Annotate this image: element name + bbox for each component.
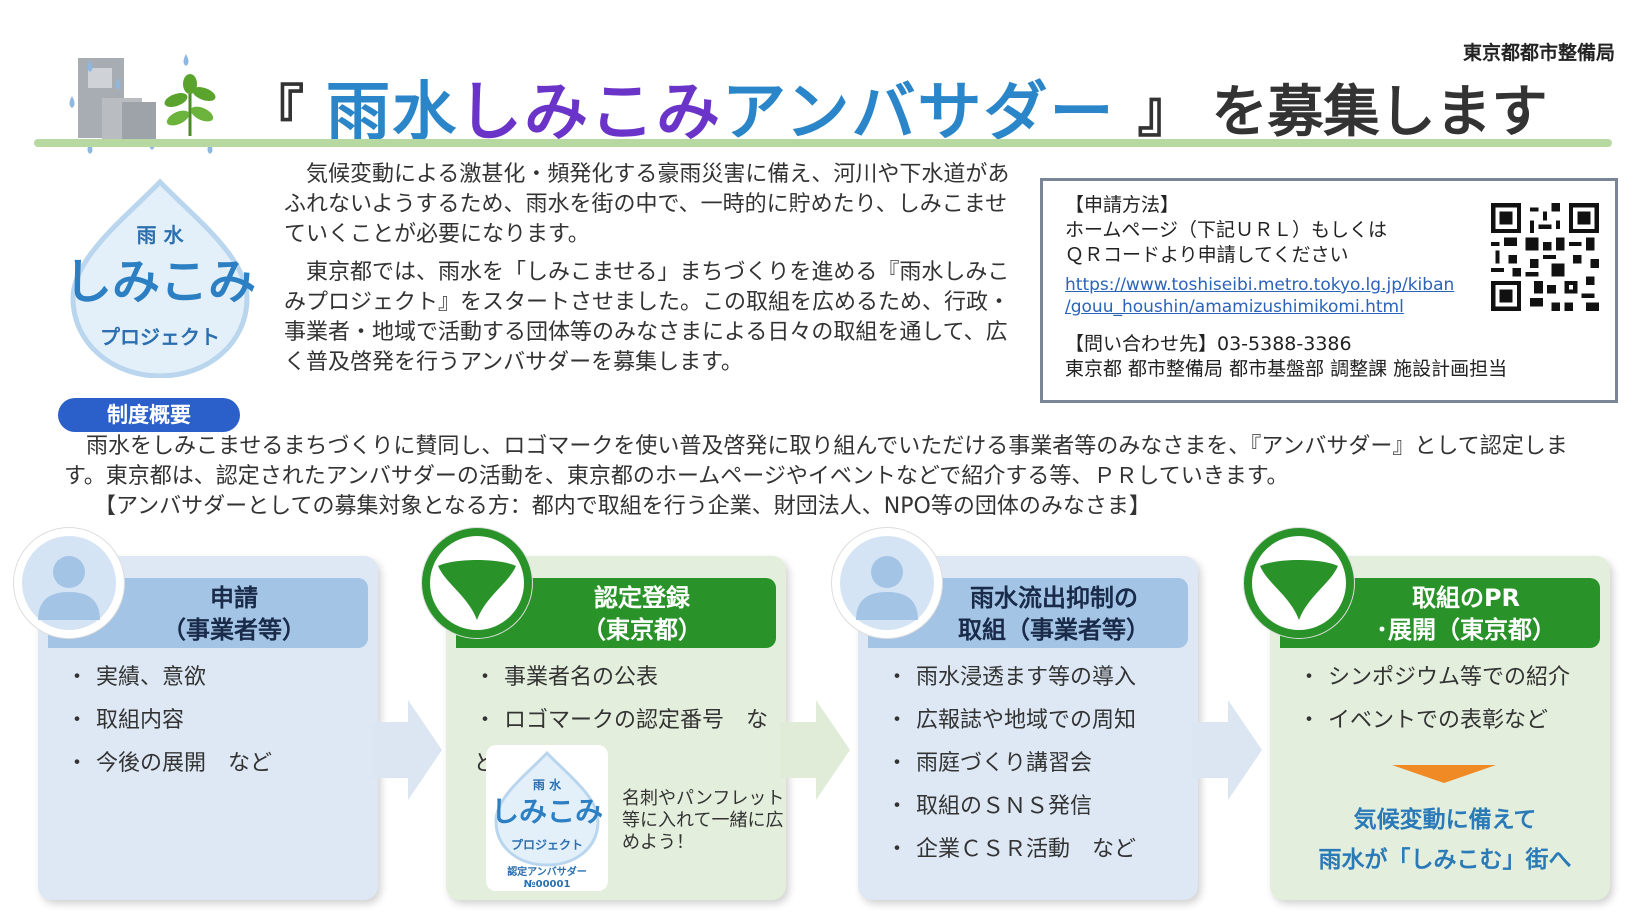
step-4-title-line-2: ･展開（東京都） <box>1376 616 1556 644</box>
step-1-title-line-1: 申請 <box>210 584 258 612</box>
list-item: 実績、意欲 <box>66 656 272 699</box>
tokyo-ginkgo-icon <box>422 528 532 638</box>
person-icon <box>14 528 124 638</box>
title-bracket-open: 『 <box>248 79 304 145</box>
overview-label: 制度概要 <box>58 398 240 432</box>
overview-text: 雨水をしみこませるまちづくりに賛同し、ロゴマークを使い普及啓発に取り組んでいただ… <box>64 432 1594 522</box>
step-2-title-line-2: （東京都） <box>582 616 702 644</box>
mini-logo-number: №00001 <box>524 879 571 890</box>
list-item: 広報誌や地域での周知 <box>886 699 1136 742</box>
arrow-right-icon <box>780 700 850 800</box>
logo-main-text: しみこみ <box>64 254 256 310</box>
title-name-c: アンバサダー <box>722 76 1116 150</box>
mini-logo-top: 雨 水 <box>533 777 562 792</box>
list-item: 雨庭づくり講習会 <box>886 742 1136 785</box>
list-item: 企業ＣＳＲ活動 など <box>886 828 1136 871</box>
qr-code-icon[interactable] <box>1491 203 1599 311</box>
shimikomi-project-logo: 雨 水 しみこみ プロジェクト <box>64 178 256 378</box>
mini-logo-bottom: プロジェクト <box>511 837 583 852</box>
mini-logo-main: しみこみ <box>491 795 603 828</box>
logo-usage-note: 名刺やパンフレット等に入れて一緒に広めよう！ <box>622 788 785 853</box>
mini-logo-cert: 認定アンバサダー <box>507 865 587 878</box>
tagline-line-1: 気候変動に備えて <box>1353 807 1537 833</box>
step-3-bullets: 雨水浸透ます等の導入 広報誌や地域での周知 雨庭づくり講習会 取組のＳＮＳ発信 … <box>886 656 1136 871</box>
title-rest: を募集します <box>1211 79 1548 145</box>
list-item: 取組内容 <box>66 699 272 742</box>
application-info-box: 【申請方法】 ホームページ（下記ＵＲＬ）もしくは ＱＲコードより申請してください… <box>1040 178 1618 403</box>
apply-heading: 【申請方法】 <box>1065 194 1180 216</box>
application-url-part-1[interactable]: https://www.toshiseibi.metro.tokyo.lg.jp… <box>1065 275 1455 295</box>
list-item: 事業者名の公表 <box>474 656 786 699</box>
intro-text: 気候変動による激甚化・頻発化する豪雨災害に備え、河川や下水道があふれないようする… <box>284 160 1024 386</box>
apply-line-2: ＱＲコードより申請してください <box>1065 244 1349 266</box>
application-url[interactable]: https://www.toshiseibi.metro.tokyo.lg.jp… <box>1065 274 1593 318</box>
logo-top-text: 雨 水 <box>137 223 185 247</box>
down-arrow-icon <box>1392 765 1496 783</box>
tagline: 気候変動に備えて 雨水が「しみこむ」街へ <box>1262 800 1628 880</box>
step-1-title-line-2: （事業者等） <box>162 616 306 644</box>
list-item: 取組のＳＮＳ発信 <box>886 785 1136 828</box>
rain-building-illustration <box>69 54 216 154</box>
list-item: 雨水浸透ます等の導入 <box>886 656 1136 699</box>
title-name-a: 雨水 <box>326 76 458 150</box>
overview-target: 【アンバサダーとしての募集対象となる方：都内で取組を行う企業、財団法人、NPO等… <box>94 494 1151 519</box>
list-item: シンポジウム等での紹介 <box>1298 656 1570 699</box>
step-3-title-line-1: 雨水流出抑制の <box>970 584 1138 612</box>
list-item: 今後の展開 など <box>66 742 272 785</box>
title-name-b: しみこみ <box>458 76 722 150</box>
tokyo-ginkgo-icon <box>1244 528 1354 638</box>
step-1-bullets: 実績、意欲 取組内容 今後の展開 など <box>66 656 272 785</box>
person-icon <box>832 528 942 638</box>
title-divider <box>34 139 1612 147</box>
list-item: イベントでの表彰など <box>1298 699 1570 742</box>
arrow-right-icon <box>1192 700 1262 800</box>
logo-bottom-text: プロジェクト <box>100 325 220 349</box>
page-title: 『 雨水しみこみアンバサダー 』 を募集します <box>248 62 1547 152</box>
project-name: 雨水しみこみアンバサダー <box>326 61 1115 153</box>
step-4-title-line-1: 取組のPR <box>1411 584 1521 612</box>
contact-phone: 【問い合わせ先】03-5388-3386 <box>1065 333 1352 355</box>
step-4-bullets: シンポジウム等での紹介 イベントでの表彰など <box>1298 656 1570 742</box>
intro-paragraph-2: 東京都では、雨水を「しみこませる」まちづくりを進める『雨水しみこみプロジェクト』… <box>284 260 1011 375</box>
intro-paragraph-1: 気候変動による激甚化・頻発化する豪雨災害に備え、河川や下水道があふれないようする… <box>284 162 1010 247</box>
title-bracket-close: 』 <box>1137 79 1194 145</box>
application-url-part-2[interactable]: /gouu_houshin/amamizushimikomi.html <box>1065 297 1404 317</box>
overview-description: 雨水をしみこませるまちづくりに賛同し、ロゴマークを使い普及啓発に取り組んでいただ… <box>64 434 1568 489</box>
step-2-title-line-1: 認定登録 <box>594 584 690 612</box>
certified-ambassador-logo: 雨 水 しみこみ プロジェクト 認定アンバサダー №00001 <box>486 745 608 891</box>
bureau-name: 東京都都市整備局 <box>1462 42 1615 64</box>
apply-line-1: ホームページ（下記ＵＲＬ）もしくは <box>1065 219 1388 241</box>
step-3-title-line-2: 取組（事業者等） <box>958 616 1150 644</box>
contact-department: 東京都 都市整備局 都市基盤部 調整課 施設計画担当 <box>1065 358 1508 380</box>
arrow-right-icon <box>372 700 442 800</box>
tagline-line-2: 雨水が「しみこむ」街へ <box>1318 847 1572 873</box>
